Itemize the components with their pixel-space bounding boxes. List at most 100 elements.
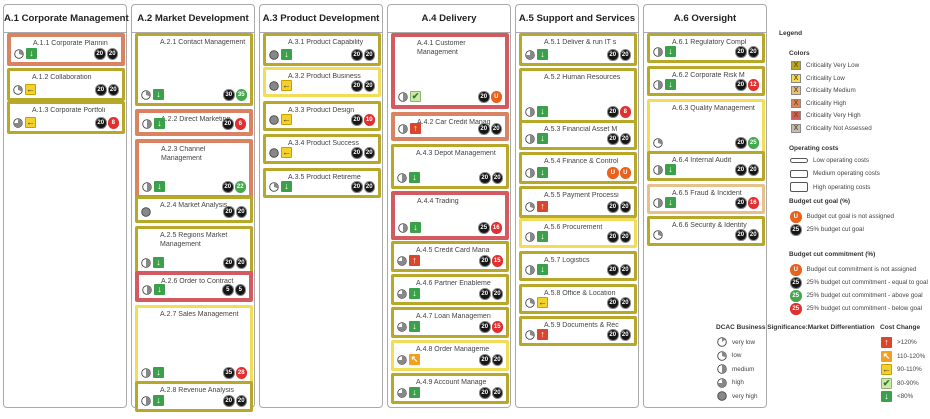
budget-badge: U: [790, 264, 802, 276]
budget-badge: 25: [747, 137, 759, 149]
capability-label: A.3.2 Product Business: [288, 73, 361, 80]
budget-badge: U: [490, 91, 502, 103]
column-title: A.6 Oversight: [673, 13, 737, 24]
cost-change-right-icon: ←: [281, 147, 292, 158]
card-icons: ↓: [14, 48, 37, 59]
budget-badge: 20: [619, 297, 631, 309]
legend-heading: Cost Change: [880, 324, 920, 331]
budget-badge: 20: [735, 46, 747, 58]
capability-label: A.4.8 Order Manageme: [416, 346, 490, 353]
budget-badge: 20: [351, 147, 363, 159]
budget-badge: 15: [491, 255, 503, 267]
legend-row: medium: [717, 364, 754, 374]
budget-badge: U: [790, 211, 802, 223]
budget-badge: 20: [235, 206, 247, 218]
capability-label: A.5.6 Procurement: [544, 224, 603, 231]
budget-badge: 20: [491, 172, 503, 184]
cost-change-warn-icon: ↖: [881, 350, 892, 362]
capability-label: A.5.3 Financial Asset M: [544, 126, 618, 133]
significance-medium-icon: [398, 91, 408, 102]
legend-row-text: Criticality Very High: [806, 112, 861, 119]
cost-change-right-icon: ←: [25, 117, 36, 128]
budget-badge: 20: [619, 49, 631, 61]
budget-badge: 8: [619, 106, 631, 118]
significance-medium-icon: [142, 181, 152, 192]
column-divider: [260, 32, 382, 33]
budget-badge: 20: [223, 206, 235, 218]
significance-low-icon: [653, 229, 663, 240]
significance-low-icon: [13, 84, 23, 95]
cost-change-up-icon: ↑: [409, 255, 420, 266]
capability-label: A.2.6 Order to Contract: [161, 278, 234, 285]
cost-change-right-icon: ←: [25, 84, 36, 95]
budget-badge: 20: [607, 264, 619, 276]
capability-label: A.6.1 Regulatory Compl: [672, 39, 747, 46]
budget-badge: 20: [735, 137, 747, 149]
operating-cost-rect-med-icon: [790, 169, 808, 178]
operating-cost-rect-low-icon: [790, 158, 808, 163]
budget-badge: 20: [351, 181, 363, 193]
card-icons: ↓: [141, 367, 164, 378]
budget-badge: 5: [222, 284, 234, 296]
budget-badge: 15: [491, 321, 503, 333]
cost-change-check-icon: ✔: [410, 91, 421, 102]
capability-label: A.4.7 Loan Managemen: [416, 313, 491, 320]
column-divider: [388, 32, 510, 33]
card-icons: ↓: [397, 288, 420, 299]
capability-label: A.2.2 Direct Marketing: [161, 116, 231, 123]
cost-change-down-icon: ↓: [154, 284, 165, 295]
legend-heading-text: Colors: [789, 50, 810, 57]
card-icons: ↓: [142, 181, 165, 192]
cost-change-down-icon: ↓: [665, 79, 676, 90]
